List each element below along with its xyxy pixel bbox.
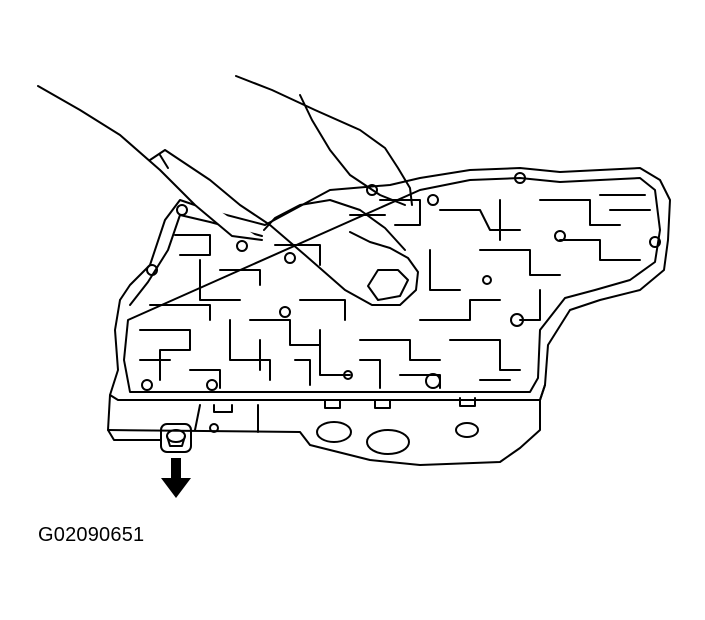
figure-code: G02090651	[38, 524, 145, 546]
down-arrow-icon	[161, 458, 191, 498]
hand-pressing-icon	[37, 75, 419, 306]
check-ball-icon	[160, 423, 192, 453]
valve-body-plate-icon	[107, 167, 671, 466]
